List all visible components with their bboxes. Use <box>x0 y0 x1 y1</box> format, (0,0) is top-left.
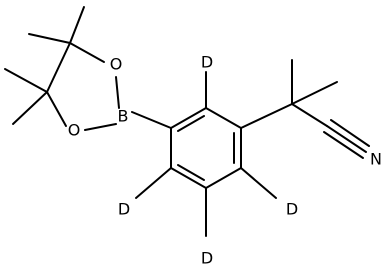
ring-bond-c3-c4 <box>205 167 242 189</box>
bond-methyl-4 <box>12 91 48 125</box>
nitrile-triple-3 <box>330 119 370 147</box>
bond-c3-d <box>240 167 277 199</box>
bond-o-top-c <box>69 42 105 63</box>
ring-bond-c4-c5-inner <box>177 164 205 181</box>
atom-label-d-left: D <box>118 200 130 219</box>
bond-b-o-top <box>115 76 120 109</box>
atom-label-o-bottom: O <box>68 121 81 140</box>
ring-bond-c4-c5 <box>170 167 207 189</box>
bonds <box>4 6 370 237</box>
atom-label-d-top: D <box>201 53 213 72</box>
bond-methyl-2 <box>28 33 71 44</box>
atom-label-b: B <box>118 107 129 126</box>
bond-c2-cq <box>240 103 293 129</box>
ring-bond-c6-c1 <box>170 107 207 129</box>
bond-methyl-1 <box>69 6 85 44</box>
nitrile-triple-1 <box>326 125 367 153</box>
atom-label-d-bottom: D <box>201 249 213 268</box>
ring-bond-c6-c1-inner <box>177 115 205 132</box>
atom-label-d-right: D <box>286 200 298 219</box>
bond-cq-methyl-right <box>291 81 338 105</box>
bond-methyl-3 <box>4 68 48 93</box>
atom-label-o-top: O <box>110 55 123 74</box>
bond-c5-d <box>135 167 172 199</box>
bond-o-bottom-c <box>46 91 67 127</box>
bond-b-o-bottom <box>84 123 117 131</box>
bond-c-c-pinacol <box>46 42 71 93</box>
nitrile-triple-2 <box>323 131 364 159</box>
atom-labels: B O O N D D D D <box>68 53 382 268</box>
ring-bond-c1-c2 <box>205 107 242 129</box>
bond-cq-cn <box>291 103 328 127</box>
atom-label-n: N <box>370 150 382 169</box>
bond-c6-b <box>131 111 172 129</box>
